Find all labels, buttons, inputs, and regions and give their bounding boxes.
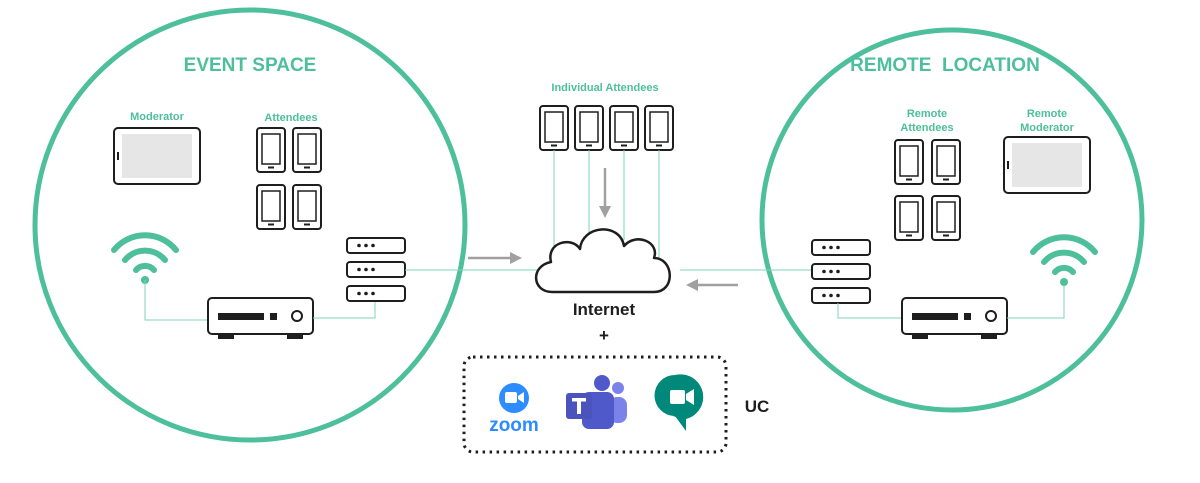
remote-attendees-label-line1: Remote xyxy=(907,108,947,120)
moderator-label: Moderator xyxy=(130,111,185,123)
arrow-right-icon xyxy=(468,252,522,264)
phone-icon xyxy=(292,127,322,173)
player-server-line xyxy=(313,300,376,319)
phone-icon xyxy=(931,195,961,241)
moderator-tablet-icon xyxy=(113,127,201,185)
attendee-phones xyxy=(256,127,322,230)
remote-wifi-icon xyxy=(1033,237,1095,286)
internet-label: Internet xyxy=(573,300,636,319)
phone-icon xyxy=(609,105,639,151)
phone-icon xyxy=(256,127,286,173)
media-player-icon xyxy=(207,297,314,340)
plus-label: + xyxy=(599,326,609,345)
teams-logo-icon xyxy=(566,375,627,429)
phone-icon xyxy=(894,139,924,185)
remote-attendees-label-line2: Attendees xyxy=(900,122,953,134)
arrow-down-icon xyxy=(599,168,611,218)
event-space-title: EVENT SPACE xyxy=(184,55,317,76)
event-space-circle xyxy=(32,7,468,443)
phone-icon xyxy=(539,105,569,151)
remote-server-stack-icon xyxy=(811,239,871,304)
remote-media-player-icon xyxy=(901,297,1008,340)
attendees-label: Attendees xyxy=(264,112,317,124)
phone-icon xyxy=(256,184,286,230)
remote-moderator-label-line1: Remote xyxy=(1027,108,1067,120)
individual-attendees-label: Individual Attendees xyxy=(551,82,658,94)
wifi-icon xyxy=(114,235,176,284)
individual-phones xyxy=(539,105,674,151)
zoom-wordmark: zoom xyxy=(489,415,539,436)
remote-attendee-phones xyxy=(894,139,961,241)
phone-icon xyxy=(292,184,322,230)
center-zone: Individual Attendees Internet + zoom xyxy=(462,82,770,454)
phone-icon xyxy=(931,139,961,185)
cloud-icon xyxy=(534,228,671,294)
phone-icon xyxy=(894,195,924,241)
wifi-link-line xyxy=(144,280,208,321)
uc-dotted-frame xyxy=(462,355,728,454)
server-player-line xyxy=(837,303,902,319)
remote-wifi-link-line xyxy=(1007,282,1065,319)
remote-location-circle xyxy=(759,27,1145,413)
google-meet-logo-icon xyxy=(654,374,704,431)
phone-icon xyxy=(644,105,674,151)
uc-label: UC xyxy=(745,397,770,416)
remote-location-title: REMOTE LOCATION xyxy=(850,55,1040,76)
remote-moderator-label-line2: Moderator xyxy=(1020,122,1075,134)
zoom-logo-icon: zoom xyxy=(489,383,539,436)
remote-moderator-tablet-icon xyxy=(1003,136,1091,194)
phone-icon xyxy=(574,105,604,151)
server-stack-icon xyxy=(346,237,406,302)
remote-location-zone: REMOTE LOCATION Remote Attendees Remote … xyxy=(680,27,1145,413)
phone-cloud-lines xyxy=(553,150,660,258)
event-space-zone: EVENT SPACE Moderator Attendees xyxy=(32,7,570,443)
arrow-left-icon xyxy=(686,279,738,291)
